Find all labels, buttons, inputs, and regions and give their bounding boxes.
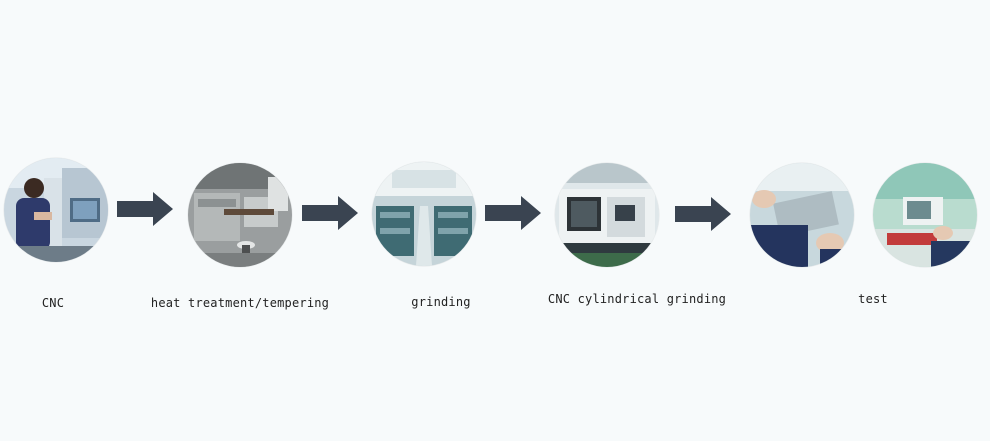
right-arrow-icon [485, 196, 541, 230]
cnc-photo [4, 158, 108, 262]
step-label-heat-treatment: heat treatment/tempering [150, 296, 330, 310]
test-inspection-photo [750, 163, 854, 267]
cnc-cylindrical-grinding-photo [555, 163, 659, 267]
step-label-test: test [858, 292, 888, 306]
grinding-photo [372, 162, 476, 266]
step-label-cnc-cylindrical-grinding: CNC cylindrical grinding [547, 292, 727, 306]
right-arrow-icon [302, 196, 358, 230]
right-arrow-icon [117, 192, 173, 226]
step-label-cnc: CNC [41, 296, 65, 310]
test-bench-photo [873, 163, 977, 267]
right-arrow-icon [675, 197, 731, 231]
heat-treatment-photo [188, 163, 292, 267]
step-label-grinding: grinding [411, 295, 471, 309]
